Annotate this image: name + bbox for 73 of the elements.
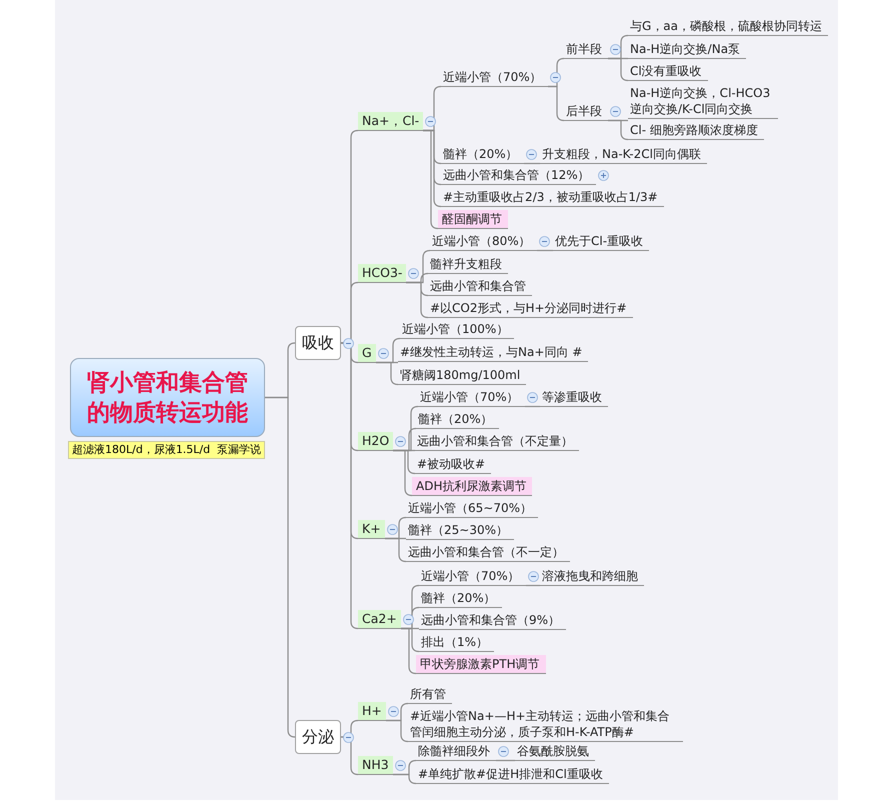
branch-topic: 髓袢升支粗段: [428, 255, 508, 274]
branch-topic: 远曲小管和集合管: [428, 277, 532, 296]
ion-label: NH3: [358, 756, 393, 775]
branch-topic: 前半段: [564, 40, 608, 59]
branch-line: [608, 58, 629, 82]
branch-topic: 溶液拖曳和跨细胞: [540, 567, 644, 586]
category-box: 分泌: [295, 720, 341, 754]
branch-topic: #近端小管Na+—H+主动转运；远曲小管和集合管闰细胞主动分泌，质子泵和H-K-ATP酶#: [408, 707, 683, 742]
branch-line: [401, 628, 417, 674]
branch-line: [608, 120, 629, 140]
ion-label: H2O: [358, 432, 394, 451]
branch-topic: Na-H逆向交换/Na泵: [628, 40, 746, 59]
branch-topic: 排出（1%）: [419, 633, 494, 652]
branch-topic: 等渗重吸收: [540, 388, 608, 407]
branch-topic: Cl- 细胞旁路顺浓度梯度: [628, 121, 764, 140]
branch-line: [496, 760, 515, 762]
branch-line: [393, 450, 413, 496]
branch-topic: 近端小管（70%）: [418, 388, 525, 407]
branch-topic: 近端小管（65~70%）: [406, 499, 538, 518]
branch-topic: 所有管: [408, 685, 452, 704]
branch-topic: 优先于Cl-重吸收: [553, 232, 650, 251]
branch-topic: 近端小管（100%）: [400, 320, 514, 339]
category-box: 吸收: [295, 326, 341, 360]
branch-topic: 谷氨酰胺脱氨: [515, 742, 595, 761]
branch-topic: #以CO2形式，与H+分泌同时进行#: [428, 299, 633, 318]
branch-topic: 远曲小管和集合管（不一定）: [406, 543, 570, 562]
note-text: 泵漏学说: [217, 442, 261, 458]
branch-line: [524, 162, 540, 164]
branch-topic: Cl没有重吸收: [628, 62, 708, 81]
branch-line: [341, 342, 359, 630]
ion-label: H+: [358, 702, 386, 721]
branch-topic: 髓袢（20%）: [416, 410, 499, 429]
branch-topic: 除髓袢细段外: [416, 742, 496, 761]
branch-line: [386, 720, 409, 742]
branch-topic: 近端小管（70%）: [441, 68, 548, 87]
branch-line: [548, 86, 565, 122]
branch-line: [525, 406, 540, 408]
branch-line: [537, 250, 553, 252]
branch-line: [265, 396, 296, 738]
branch-line: [393, 774, 417, 784]
branch-topic: #主动重吸收占2/3，被动重吸收占1/3#: [441, 188, 664, 207]
title-box: 肾小管和集合管的物质转运功能: [70, 358, 265, 437]
branch-line: [385, 538, 407, 562]
branch-topic: #继发性主动转运，与Na+同向 #: [398, 343, 588, 362]
branch-topic: 远曲小管和集合管（9%）: [419, 611, 566, 630]
branch-topic: 髓袢（20%）: [441, 145, 524, 164]
ion-label: Na+，Cl-: [358, 112, 424, 131]
highlighted-topic: 甲状旁腺激素PTH调节: [416, 655, 546, 674]
highlighted-topic: ADH抗利尿激素调节: [412, 477, 532, 496]
branch-topic: 与G，aa，磷酸根，硫酸根协同转运: [628, 17, 828, 36]
branch-line: [341, 736, 359, 776]
branch-topic: 近端小管（70%）: [419, 567, 526, 586]
branch-line: [526, 584, 540, 586]
branch-topic: 后半段: [564, 102, 608, 121]
branch-topic: 升支粗段，Na-K-2Cl同向偶联: [540, 145, 707, 164]
ion-label: HCO3-: [358, 264, 406, 283]
branch-line: [423, 130, 439, 230]
highlighted-topic: 醛固酮调节: [438, 210, 508, 229]
branch-topic: 肾糖阈180mg/100ml: [398, 366, 526, 385]
branch-line: [406, 282, 429, 318]
branch-topic: 远曲小管和集合管（12%）: [441, 166, 596, 185]
branch-topic: 髓袢（20%）: [419, 589, 502, 608]
ion-label: Ca2+: [358, 610, 401, 629]
branch-topic: 近端小管（80%）: [430, 232, 537, 251]
ion-label: K+: [358, 520, 385, 539]
note-text: 超滤液180L/d，尿液1.5L/d: [72, 442, 210, 458]
branch-topic: 髓袢（25~30%）: [406, 521, 514, 540]
branch-topic: Na-H逆向交换，Cl-HCO3 逆向交换/K-Cl同向交换: [628, 84, 778, 119]
branch-topic: #被动吸收#: [415, 455, 492, 474]
branch-line: [376, 362, 399, 386]
branch-topic: #单纯扩散#促进H排泄和Cl重吸收: [416, 765, 609, 784]
ion-label: G: [358, 344, 376, 363]
branch-topic: 远曲小管和集合管（不定量）: [415, 432, 579, 451]
